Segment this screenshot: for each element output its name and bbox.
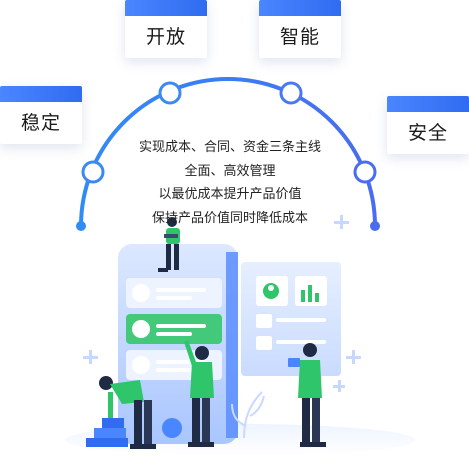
arc-node bbox=[81, 160, 105, 184]
pillar-label: 安全 bbox=[407, 122, 448, 144]
pillar-card-open: 开放 bbox=[125, 0, 207, 58]
person-with-tablet bbox=[288, 343, 326, 447]
pillar-label: 开放 bbox=[145, 26, 186, 48]
description-line: 保持产品价值同时降低成本 bbox=[151, 210, 308, 226]
card-top-bar bbox=[0, 86, 82, 102]
arc-node bbox=[279, 81, 303, 105]
description-line: 全面、高效管理 bbox=[184, 163, 276, 179]
description-line: 实现成本、合同、资金三条主线 bbox=[138, 140, 321, 155]
plus-decoration bbox=[83, 215, 361, 392]
person-pointing bbox=[184, 340, 214, 447]
arc-node bbox=[353, 160, 377, 184]
description-line: 以最优成本提升产品价值 bbox=[158, 187, 302, 202]
pillar-label: 稳定 bbox=[20, 112, 61, 134]
stacked-boxes bbox=[86, 418, 128, 447]
arc-end-dot bbox=[76, 221, 86, 231]
plant-decoration bbox=[231, 391, 265, 439]
description-text: 实现成本、合同、资金三条主线 全面、高效管理 以最优成本提升产品价值 保持产品价… bbox=[110, 136, 350, 230]
card-top-bar bbox=[259, 0, 341, 16]
arc-node bbox=[158, 81, 182, 105]
card-top-bar bbox=[125, 0, 207, 16]
arc-line bbox=[79, 77, 377, 227]
dashboard-panel bbox=[241, 262, 341, 376]
pillar-label: 智能 bbox=[279, 26, 320, 48]
arc-end-dot bbox=[370, 221, 380, 231]
pillar-card-intelligent: 智能 bbox=[259, 0, 341, 58]
person-sitting bbox=[158, 217, 180, 272]
pillar-card-stable: 稳定 bbox=[0, 86, 82, 144]
pillar-card-secure: 安全 bbox=[387, 96, 469, 154]
card-top-bar bbox=[387, 96, 469, 112]
person-bending bbox=[99, 376, 156, 449]
